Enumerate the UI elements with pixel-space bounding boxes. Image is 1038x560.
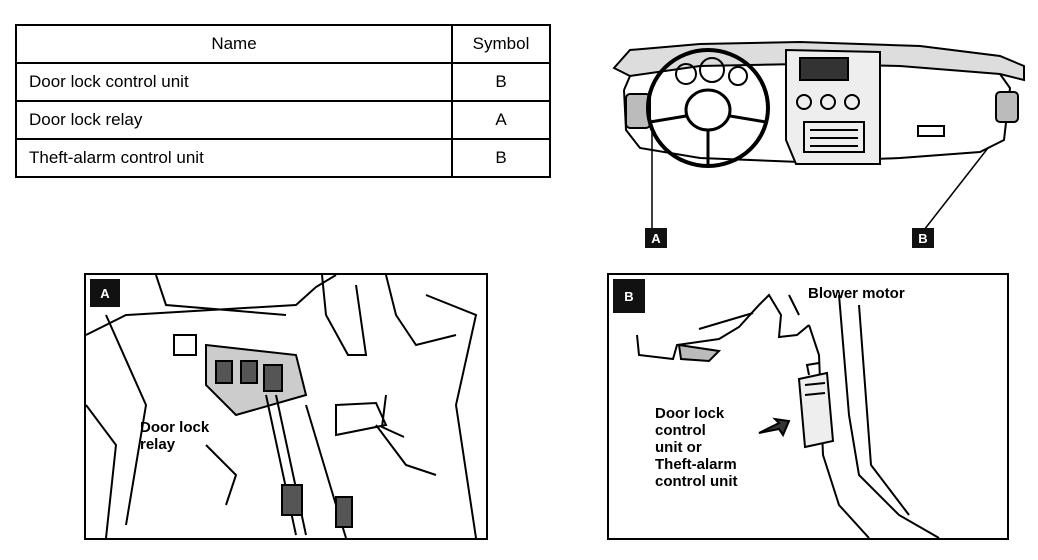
component-table: Name Symbol Door lock control unit B Doo… <box>15 24 551 178</box>
row-symbol: A <box>451 100 551 140</box>
dashboard-callout-b: B <box>912 228 934 248</box>
control-unit-label-line3: unit or <box>655 439 702 456</box>
detail-panel-b: B Blower motor Door lock control unit or… <box>607 273 1009 540</box>
table-header-row: Name Symbol <box>15 24 551 64</box>
table-row: Door lock control unit B <box>15 62 551 102</box>
row-name: Door lock relay <box>15 100 453 140</box>
table-row: Theft-alarm control unit B <box>15 138 551 178</box>
control-unit-label-line2: control <box>655 422 706 439</box>
panel-b-tag: B <box>613 279 645 313</box>
relay-area-illustration <box>86 275 478 538</box>
row-symbol: B <box>451 62 551 102</box>
control-unit-area-illustration <box>636 293 940 538</box>
table-row: Door lock relay A <box>15 100 551 140</box>
row-name: Door lock control unit <box>15 62 453 102</box>
door-lock-relay-label-line1: Door lock <box>140 419 210 436</box>
door-lock-relay-label-line2: relay <box>140 436 176 453</box>
header-symbol: Symbol <box>451 24 551 64</box>
header-name: Name <box>15 24 453 64</box>
dashboard-callout-a: A <box>645 228 667 248</box>
dashboard-illustration <box>612 40 1025 231</box>
panel-a-tag: A <box>90 279 120 307</box>
detail-panel-a: A Door lock relay <box>84 273 488 540</box>
row-symbol: B <box>451 138 551 178</box>
row-name: Theft-alarm control unit <box>15 138 453 178</box>
control-unit-label-line5: control unit <box>655 473 738 490</box>
control-unit-label-line4: Theft-alarm <box>655 456 737 473</box>
blower-motor-label: Blower motor <box>808 285 905 302</box>
control-unit-label-line1: Door lock <box>655 405 725 422</box>
